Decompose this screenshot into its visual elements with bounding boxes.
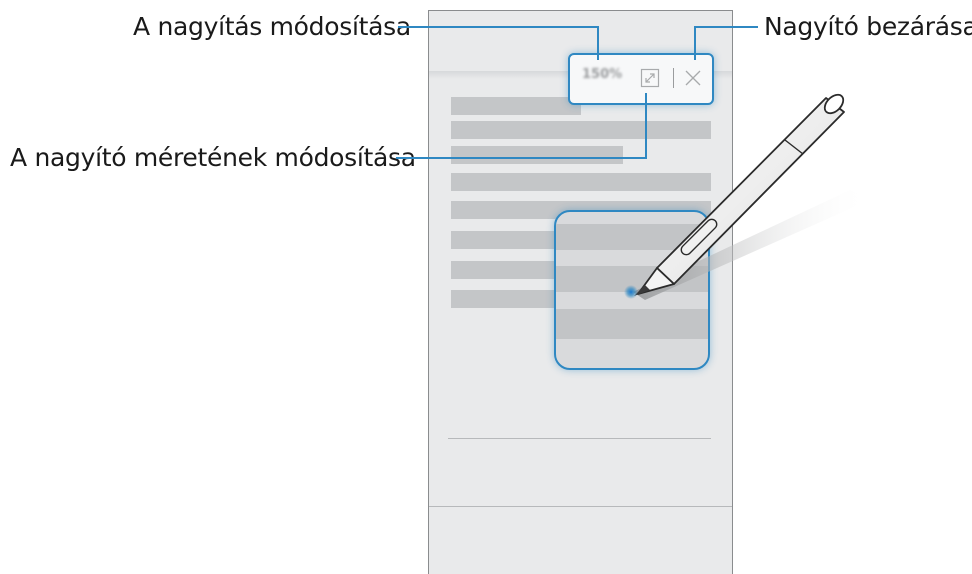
content-divider [448, 438, 711, 439]
text-line [451, 231, 561, 249]
leader-lines [396, 26, 758, 159]
bottom-bar-divider [429, 506, 732, 507]
text-line [451, 261, 561, 279]
magnifier-toolbar: 150% [568, 53, 714, 105]
pen-shadow [633, 190, 870, 300]
leader-zoom-change [398, 26, 599, 60]
zoom-level-button[interactable]: 150% [582, 67, 623, 82]
callout-resize-magnifier: A nagyító méretének módosítása [10, 143, 416, 172]
callout-zoom-change: A nagyítás módosítása [133, 12, 411, 41]
text-line [451, 146, 623, 164]
leader-close [694, 26, 758, 60]
leader-resize [396, 93, 647, 159]
toolbar-separator [673, 68, 674, 88]
text-line [451, 173, 711, 191]
magnified-text-line [556, 309, 708, 339]
s-pen-icon [634, 93, 845, 296]
close-x-icon[interactable] [683, 68, 703, 88]
pen-tip-glow [624, 285, 638, 299]
text-line [451, 97, 581, 115]
callout-close-magnifier: Nagyító bezárása [764, 12, 972, 41]
expand-arrows-icon[interactable] [640, 68, 660, 88]
text-line [451, 290, 561, 308]
